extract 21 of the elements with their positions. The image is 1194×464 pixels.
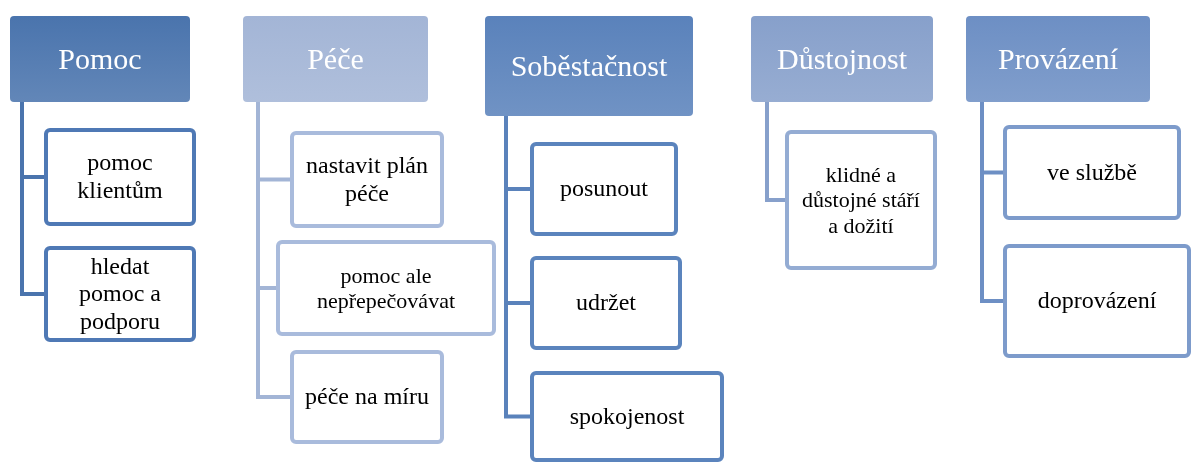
- item-box: doprovázení: [1003, 244, 1191, 358]
- connector-line: [765, 102, 785, 202]
- item-box: udržet: [530, 256, 682, 350]
- item-box: klidné a důstojné stáří a dožití: [785, 130, 937, 270]
- category-header: Soběstačnost: [485, 16, 693, 116]
- connector-line: [980, 102, 1003, 303]
- category-header: Důstojnost: [751, 16, 933, 102]
- category-header: Péče: [243, 16, 428, 102]
- item-box: pomoc klientům: [44, 128, 196, 226]
- item-box: posunout: [530, 142, 678, 236]
- connector-line: [20, 102, 44, 296]
- connector-line: [504, 116, 530, 419]
- item-box: nastavit plán péče: [290, 131, 444, 228]
- category-header: Provázení: [966, 16, 1150, 102]
- item-box: péče na míru: [290, 350, 444, 444]
- item-box: hledat pomoc a podporu: [44, 246, 196, 342]
- item-box: ve službě: [1003, 125, 1181, 220]
- item-box: pomoc ale nepřepečovávat: [276, 240, 496, 336]
- category-header: Pomoc: [10, 16, 190, 102]
- connector-line: [256, 102, 290, 399]
- item-box: spokojenost: [530, 371, 724, 462]
